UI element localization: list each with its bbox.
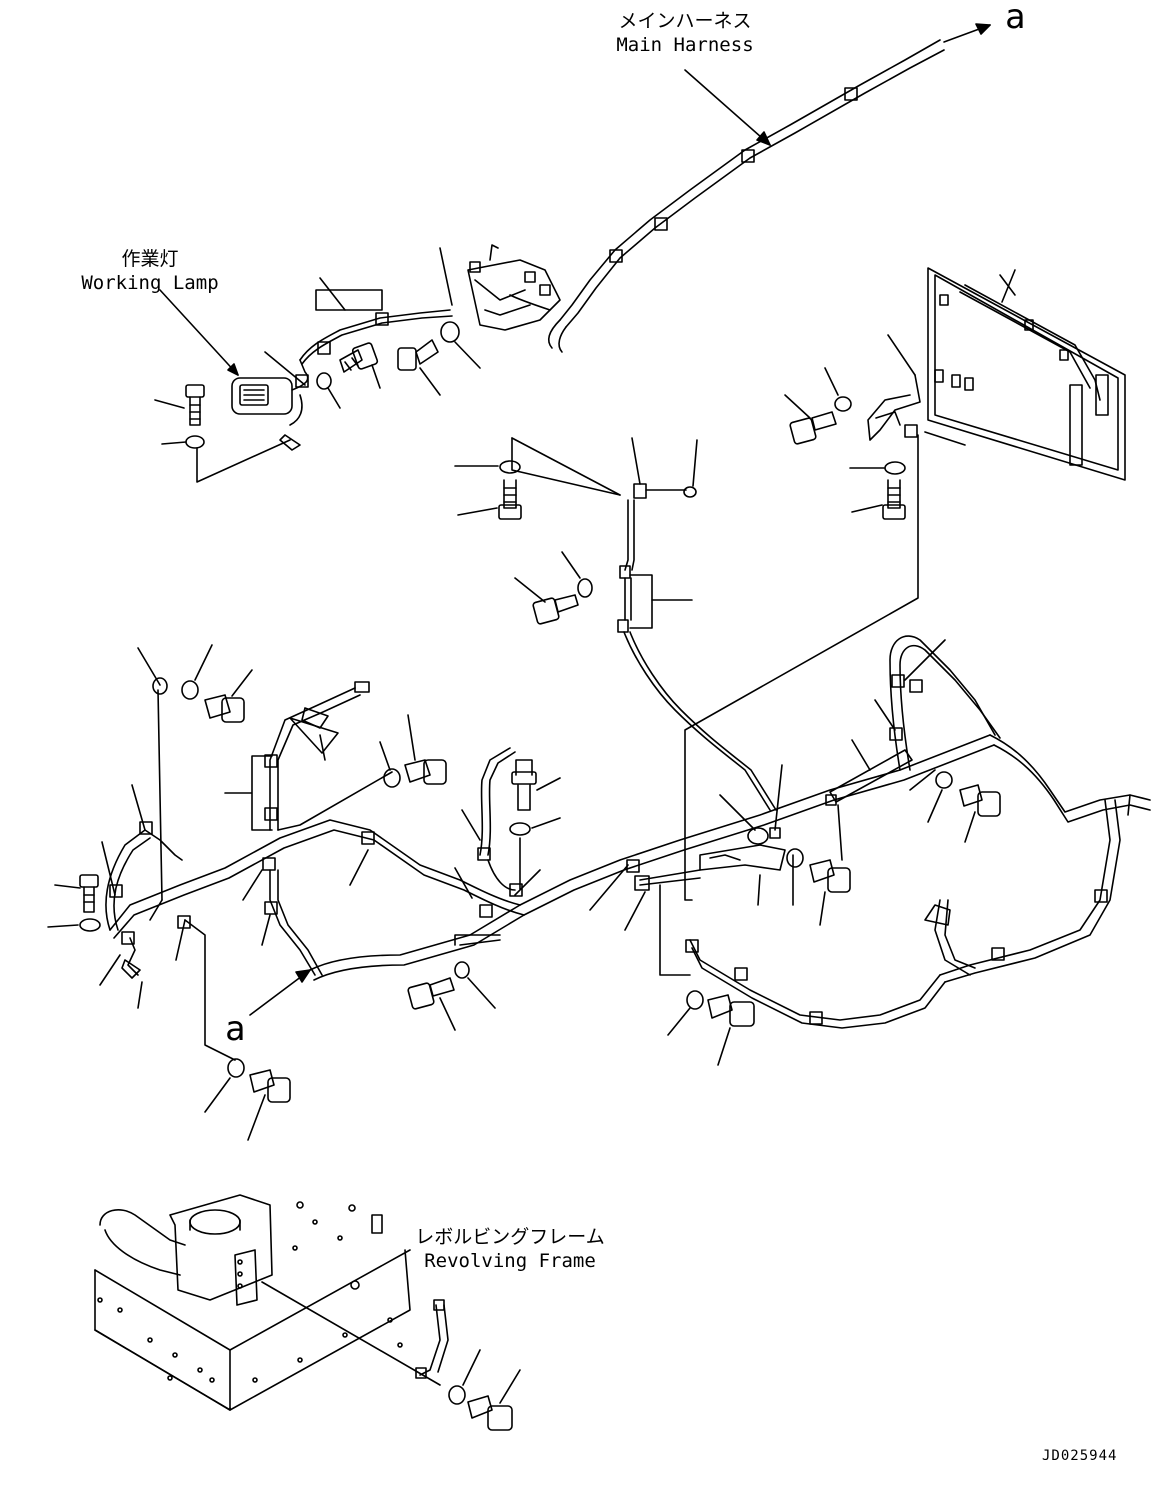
bolt: [707, 994, 755, 1027]
bolt: [882, 479, 906, 520]
drawing-code: JD025944: [1042, 1448, 1118, 1464]
washer: [884, 461, 906, 475]
main-harness-label-jp: メインハーネス: [618, 10, 752, 32]
washer: [577, 578, 593, 598]
washer: [935, 771, 953, 789]
washer: [440, 321, 460, 343]
bolt: [339, 342, 379, 373]
bolt: [204, 694, 245, 723]
ref-mark-top: a: [1005, 0, 1026, 37]
washer: [448, 1385, 466, 1405]
washer: [316, 372, 332, 390]
washer: [834, 396, 852, 412]
washer: [181, 680, 199, 700]
bolt: [249, 1069, 291, 1103]
bolt: [511, 759, 537, 811]
main-harness-leader: [684, 69, 771, 146]
relay-cluster: [626, 827, 786, 891]
bolt: [532, 594, 579, 625]
bolt: [467, 1395, 513, 1431]
bolt: [404, 759, 447, 785]
washer: [509, 822, 531, 836]
revolving-frame-label-en: Revolving Frame: [424, 1250, 596, 1272]
bracket: [867, 374, 921, 441]
bolt: [79, 874, 99, 913]
bolt: [397, 339, 439, 371]
working-lamp-assembly: [231, 309, 453, 451]
revolving-frame-label-jp: レボルビングフレーム: [415, 1226, 605, 1248]
bolt: [789, 411, 837, 445]
ground-wire: [415, 1299, 449, 1379]
revolving-frame: [94, 1194, 411, 1411]
harness-loop-right: [874, 635, 1001, 771]
ref-mark-bottom: a: [225, 1009, 246, 1049]
clip: [152, 677, 168, 695]
washer: [227, 1058, 245, 1078]
washer: [383, 768, 401, 788]
center-branch-harness: [511, 437, 777, 811]
bolt: [407, 977, 455, 1010]
bolt: [498, 479, 522, 520]
connector-cluster: [467, 244, 561, 331]
tube-part: [825, 749, 913, 861]
washer: [686, 990, 704, 1010]
working-lamp-label-jp: 作業灯: [121, 248, 179, 270]
washer: [499, 460, 521, 474]
washer: [79, 918, 101, 932]
working-lamp-leader: [159, 289, 239, 376]
main-harness-upper: [509, 39, 945, 353]
bolt: [185, 384, 205, 426]
bolt: [809, 859, 851, 893]
main-harness-lower: [309, 734, 1151, 1029]
controller-unit: [927, 267, 1126, 481]
bolt: [959, 784, 1001, 817]
harness-left-lower: [105, 681, 525, 979]
washer: [185, 435, 205, 449]
working-lamp-label-en: Working Lamp: [81, 272, 219, 294]
ref-arrow-top: [943, 23, 991, 43]
main-harness-label-en: Main Harness: [616, 34, 754, 56]
washer: [786, 848, 804, 868]
washer: [454, 961, 470, 979]
